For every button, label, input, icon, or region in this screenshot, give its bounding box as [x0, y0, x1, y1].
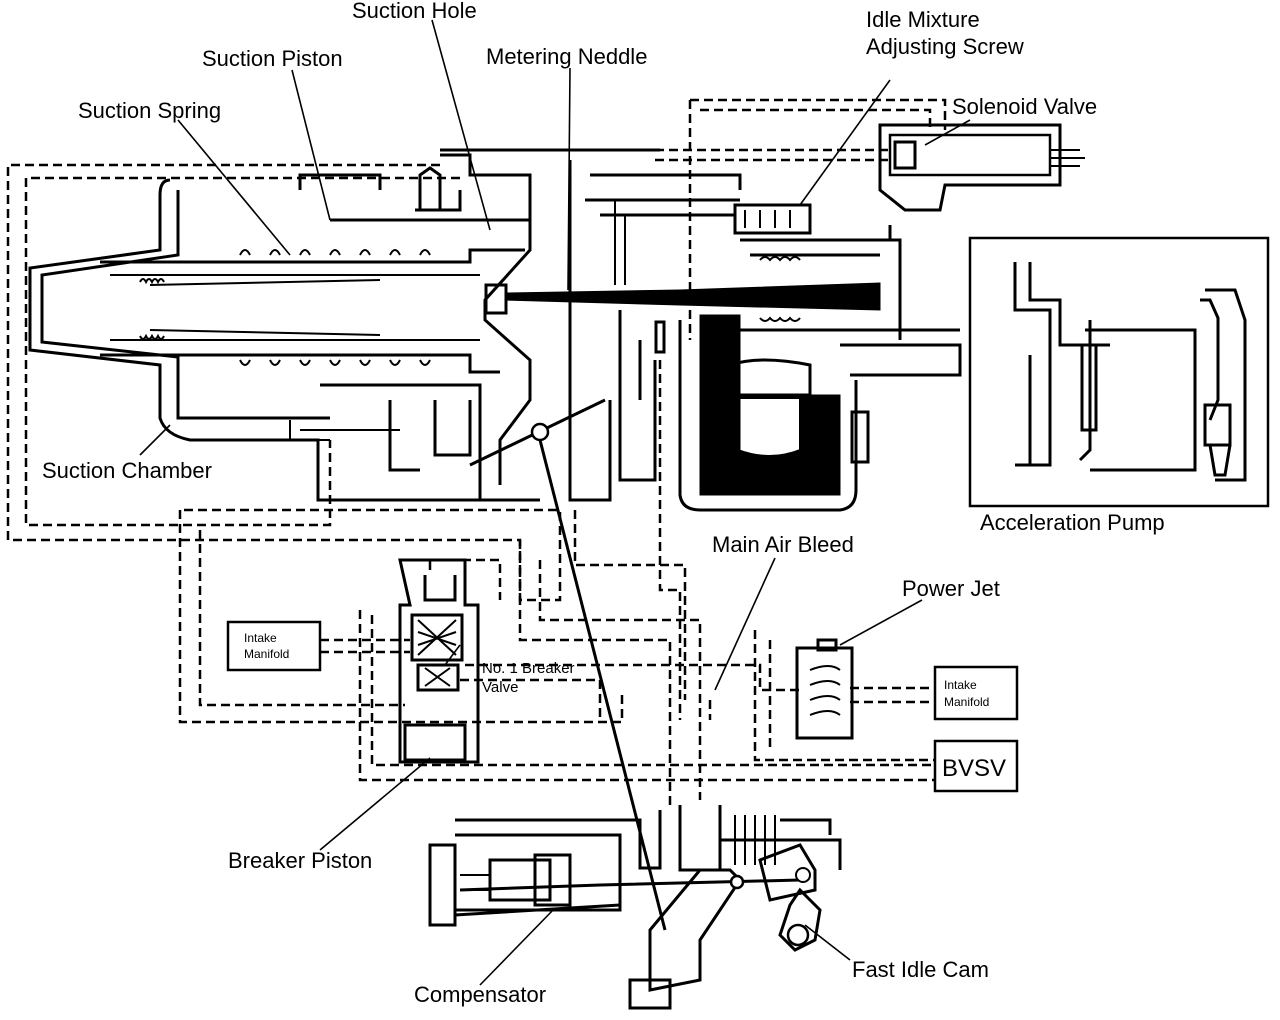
- label-idle-mixture-line1: Idle Mixture: [866, 7, 980, 32]
- label-metering-needle: Metering Neddle: [486, 44, 647, 69]
- label-breaker-valve-line2: Valve: [482, 679, 518, 696]
- label-suction-hole: Suction Hole: [352, 0, 477, 23]
- metering-needle-rod: [504, 282, 881, 311]
- label-suction-spring: Suction Spring: [78, 98, 221, 123]
- breaker-valve-assembly: [398, 558, 480, 764]
- acceleration-pump-inset: [968, 236, 1270, 508]
- power-jet-assembly: [795, 638, 854, 740]
- suction-spring-coils: [139, 249, 431, 366]
- label-acceleration-pump: Acceleration Pump: [980, 510, 1165, 535]
- label-suction-piston: Suction Piston: [202, 46, 343, 71]
- label-fast-idle-cam: Fast Idle Cam: [852, 957, 989, 982]
- label-intake-manifold-right-line2: Manifold: [944, 695, 989, 709]
- dashed-passages: [6, 98, 947, 810]
- label-bvsv: BVSV: [942, 755, 1006, 782]
- label-power-jet: Power Jet: [902, 576, 1000, 601]
- suction-chamber-body: [28, 153, 540, 502]
- fast-idle-cam-linkage: [628, 843, 822, 1010]
- intake-manifold-box-right: [933, 665, 1019, 721]
- label-intake-manifold-left-line1: Intake: [244, 631, 277, 645]
- solenoid-valve: [878, 123, 1085, 212]
- label-idle-mixture-line2: Adjusting Screw: [866, 34, 1024, 59]
- compensator-assembly: [428, 805, 842, 927]
- float-bowl: [678, 314, 870, 512]
- idle-mixture-screw: [733, 203, 812, 235]
- label-main-air-bleed: Main Air Bleed: [712, 532, 854, 557]
- label-intake-manifold-right-line1: Intake: [944, 678, 977, 692]
- label-breaker-valve-line1: No. 1 Breaker: [482, 660, 575, 677]
- label-breaker-piston: Breaker Piston: [228, 848, 372, 873]
- bvsv-box: [933, 739, 1019, 793]
- labels: Suction Hole Suction Piston Metering Ned…: [42, 0, 1165, 1007]
- label-intake-manifold-left-line2: Manifold: [244, 647, 289, 661]
- throttle-plate: [469, 398, 667, 931]
- label-suction-chamber: Suction Chamber: [42, 458, 212, 483]
- intake-manifold-box-left: [226, 620, 322, 672]
- label-solenoid-valve: Solenoid Valve: [952, 94, 1097, 119]
- label-compensator: Compensator: [414, 982, 546, 1007]
- leader-lines: [139, 19, 971, 986]
